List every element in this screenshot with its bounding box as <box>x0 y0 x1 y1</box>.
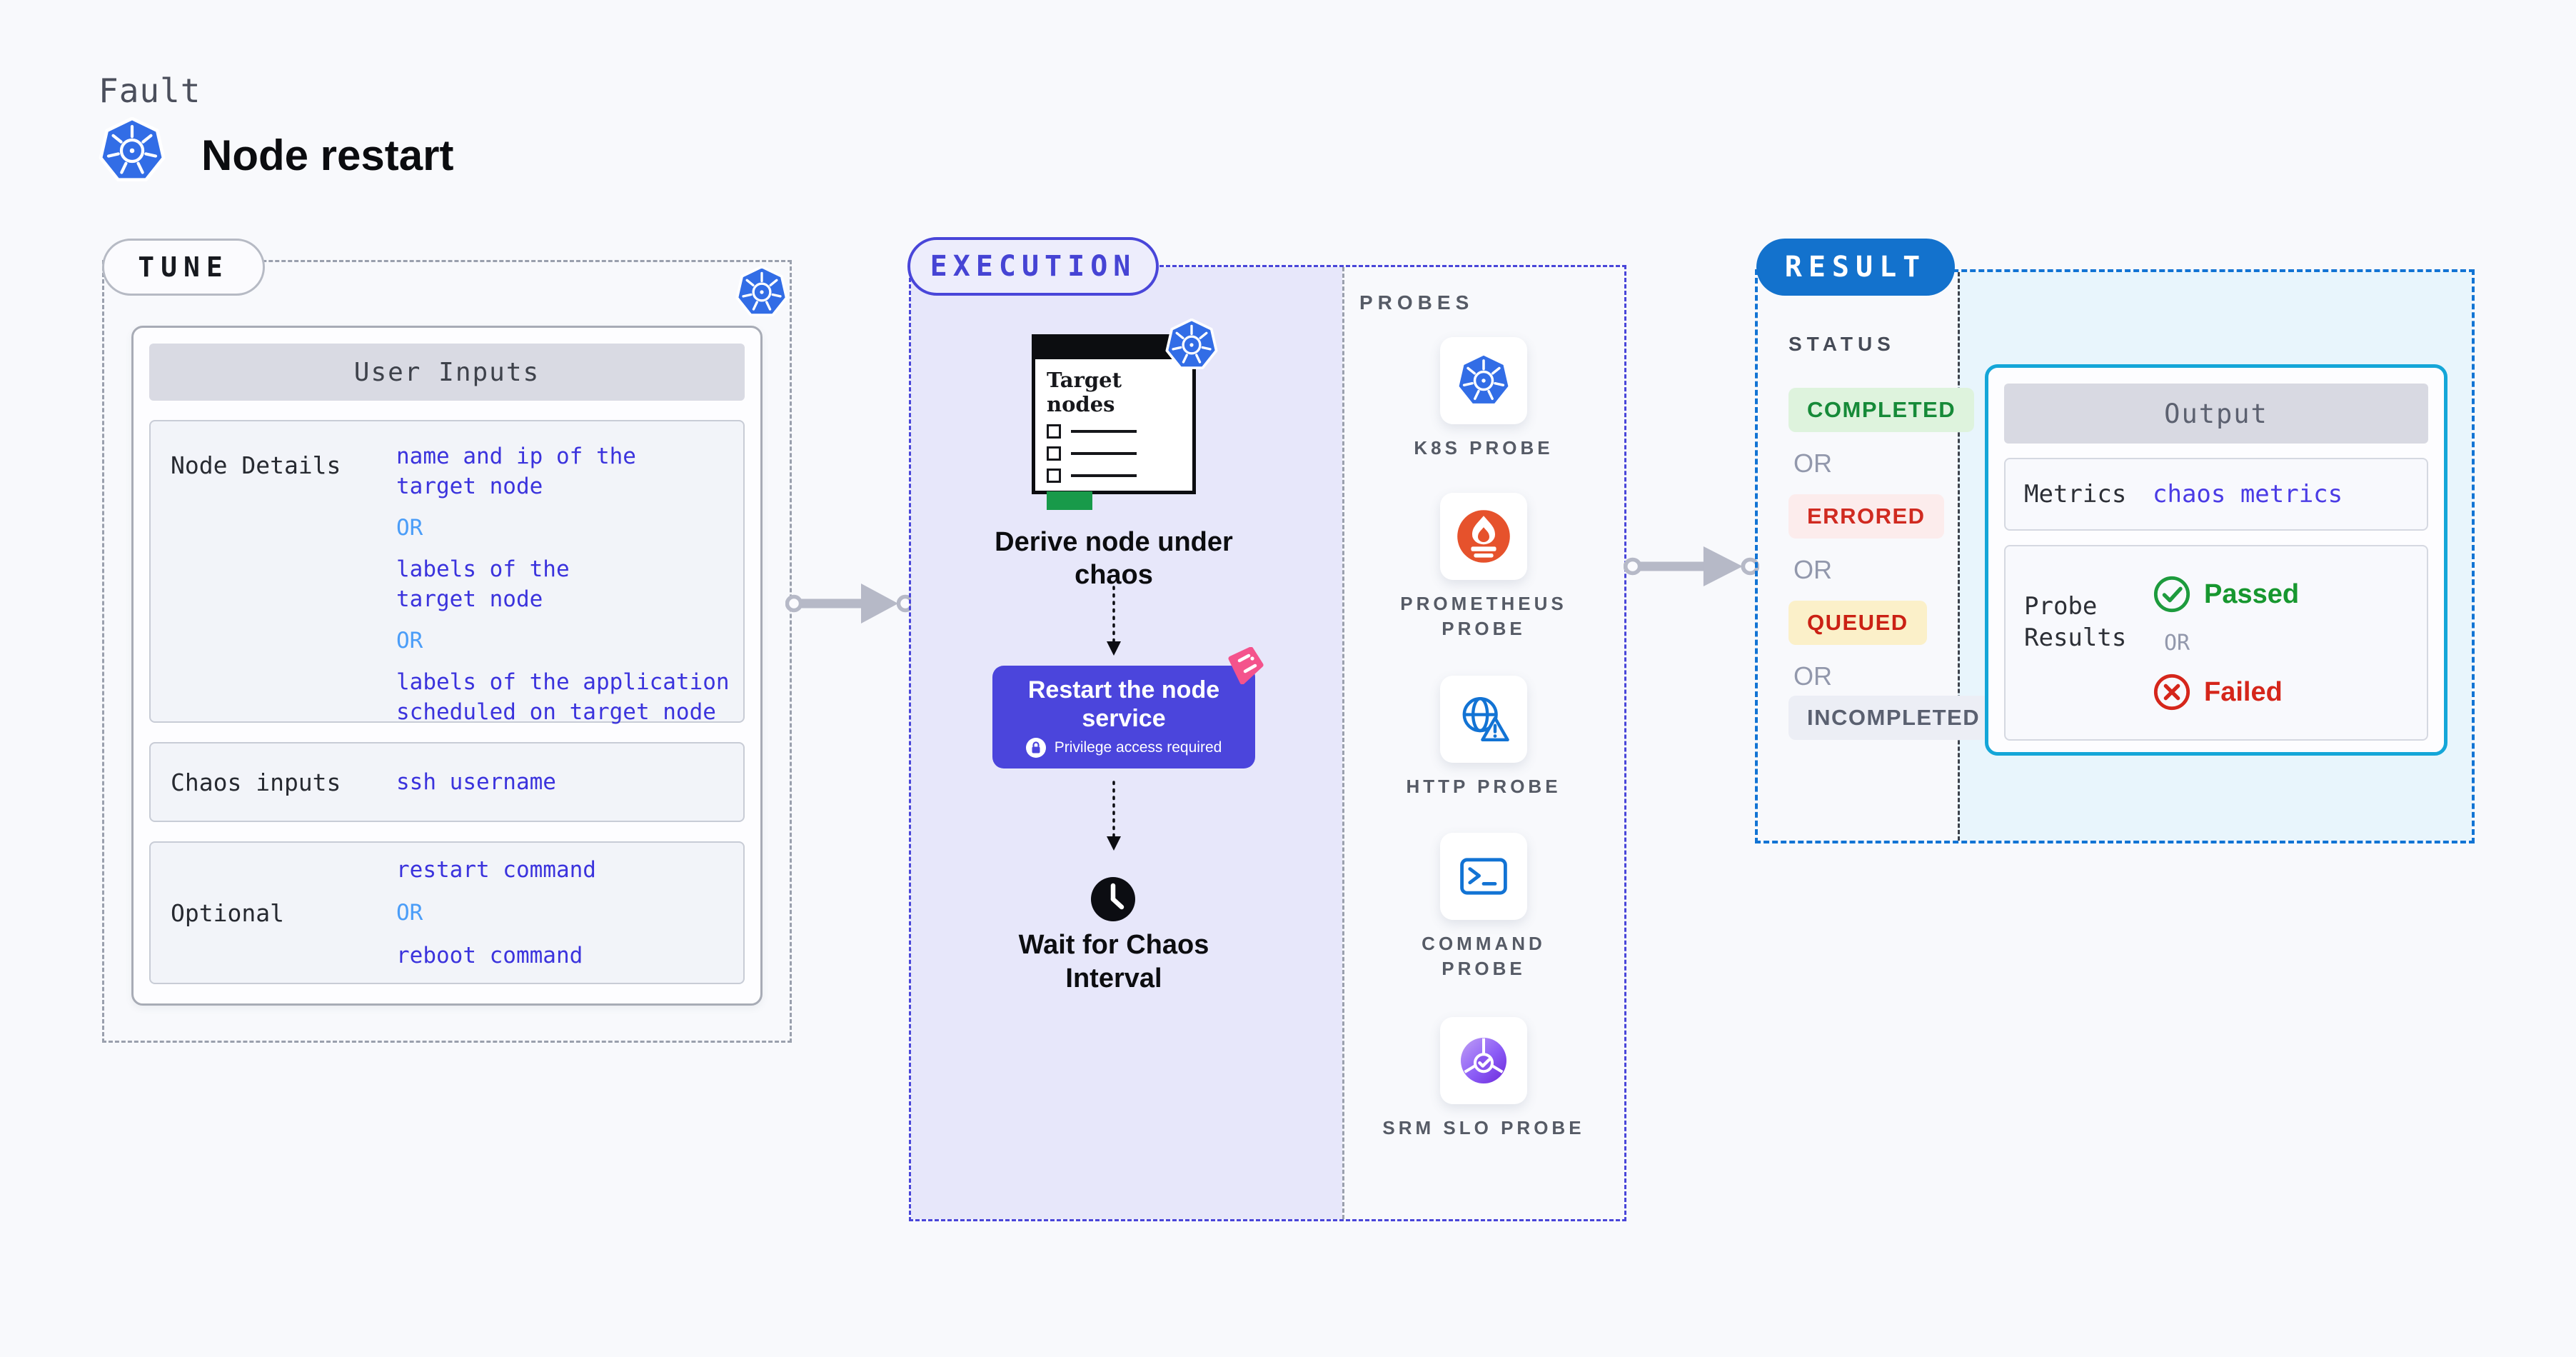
flow-arrow-icon <box>785 581 914 626</box>
status-divider <box>1958 272 1960 841</box>
output-title: Output <box>2004 384 2428 444</box>
row-label: Optional <box>171 898 284 927</box>
table-row: Chaos inputs ssh username <box>149 742 745 822</box>
restart-node-service-step: Restart the node service Privilege acces… <box>992 666 1255 768</box>
target-nodes-card: Target nodes <box>1032 334 1196 510</box>
probe-label: K8S PROBE <box>1414 437 1554 459</box>
status-badge-completed: COMPLETED <box>1788 388 1975 432</box>
lock-icon <box>1025 738 1046 758</box>
or-text: OR <box>1793 449 1832 478</box>
metrics-row: Metrics chaos metrics <box>2004 458 2428 531</box>
probes-heading: PROBES <box>1359 291 1474 314</box>
row-values: ssh username <box>396 767 556 797</box>
page-title: Node restart <box>201 131 454 179</box>
check-circle-icon <box>2153 576 2190 613</box>
or-text: OR <box>1793 555 1832 584</box>
line <box>1071 452 1137 455</box>
probe-label: HTTP PROBE <box>1406 776 1561 797</box>
probe-card <box>1440 493 1527 580</box>
terminal-icon <box>1460 858 1507 895</box>
checkbox-icon <box>1047 424 1061 439</box>
checklist-item <box>1047 469 1192 483</box>
failed-label: Failed <box>2204 676 2283 707</box>
probe-label: PROMETHEUS PROBE <box>1400 593 1567 639</box>
dashed-arrow-icon <box>1105 776 1123 857</box>
status-badge-errored: ERRORED <box>1788 494 1944 539</box>
probe-card <box>1440 676 1527 763</box>
or-text: OR <box>396 515 423 541</box>
probe-label: COMMAND PROBE <box>1422 933 1546 979</box>
x-circle-icon <box>2153 674 2190 711</box>
value-text: ssh username <box>396 769 556 795</box>
checkbox-icon <box>1047 469 1061 483</box>
checklist-item <box>1047 446 1192 461</box>
user-inputs-title: User Inputs <box>149 344 745 401</box>
checklist-item <box>1047 424 1192 439</box>
privilege-note: Privilege access required <box>1054 739 1222 756</box>
flow-arrow-icon <box>1624 544 1759 589</box>
row-label: Node Details <box>171 451 341 479</box>
probe-card <box>1440 833 1527 920</box>
user-inputs-card: User Inputs Node Details name and ip of … <box>131 326 763 1006</box>
failed-result: Failed <box>2153 673 2299 711</box>
passed-result: Passed <box>2153 575 2299 614</box>
step-wait-label: Wait for Chaos Interval <box>1018 930 1209 993</box>
checkbox-icon <box>1047 446 1061 461</box>
clock-icon <box>1091 877 1135 921</box>
metrics-value: chaos metrics <box>2153 480 2343 509</box>
probe-card <box>1440 1017 1527 1104</box>
target-nodes-title: Target nodes <box>1047 368 1122 416</box>
progress-bar <box>1047 491 1092 510</box>
row-values: restart command OR reboot command <box>396 855 596 971</box>
prometheus-icon <box>1457 510 1510 563</box>
line <box>1071 430 1137 433</box>
globe-alert-icon <box>1462 697 1509 741</box>
or-text: OR <box>396 900 423 926</box>
step-derive-label: Derive node under chaos <box>995 527 1233 590</box>
probe-label: SRM SLO PROBE <box>1382 1117 1585 1138</box>
output-card: Output Metrics chaos metrics Probe Resul… <box>1985 364 2447 756</box>
passed-label: Passed <box>2204 579 2300 609</box>
probe-card <box>1440 337 1527 424</box>
line <box>1071 474 1137 477</box>
tune-section <box>102 260 792 1043</box>
status-badge-queued: QUEUED <box>1788 601 1927 645</box>
slo-donut-icon <box>1461 1038 1506 1083</box>
status-badge-incompleted: INCOMPLETED <box>1788 696 1999 740</box>
result-badge: RESULT <box>1756 239 1955 296</box>
probe-results-row: Probe Results Passed OR Failed <box>2004 545 2428 741</box>
metrics-label: Metrics <box>2024 480 2127 509</box>
kubernetes-icon <box>1456 353 1511 409</box>
kubernetes-icon <box>99 117 166 184</box>
chaos-icon <box>1228 647 1264 684</box>
or-text: OR <box>396 628 423 654</box>
kubernetes-icon <box>1165 319 1218 371</box>
value-text: restart command <box>396 857 596 883</box>
or-text: OR <box>1793 661 1832 691</box>
dashed-arrow-icon <box>1105 584 1123 659</box>
probe-results-label: Probe Results <box>2024 592 2127 652</box>
probes-divider <box>1342 267 1344 1219</box>
or-text: OR <box>2164 631 2190 656</box>
table-row: Optional restart command OR reboot comma… <box>149 841 745 984</box>
value-text: reboot command <box>396 943 583 968</box>
tune-badge: TUNE <box>102 239 265 296</box>
execution-badge: EXECUTION <box>907 237 1159 296</box>
step-restart-label: Restart the node service <box>1027 676 1220 732</box>
kubernetes-icon <box>735 266 788 319</box>
row-label: Chaos inputs <box>171 768 341 796</box>
fault-eyebrow: Fault <box>99 71 201 110</box>
status-heading: STATUS <box>1788 333 1896 355</box>
